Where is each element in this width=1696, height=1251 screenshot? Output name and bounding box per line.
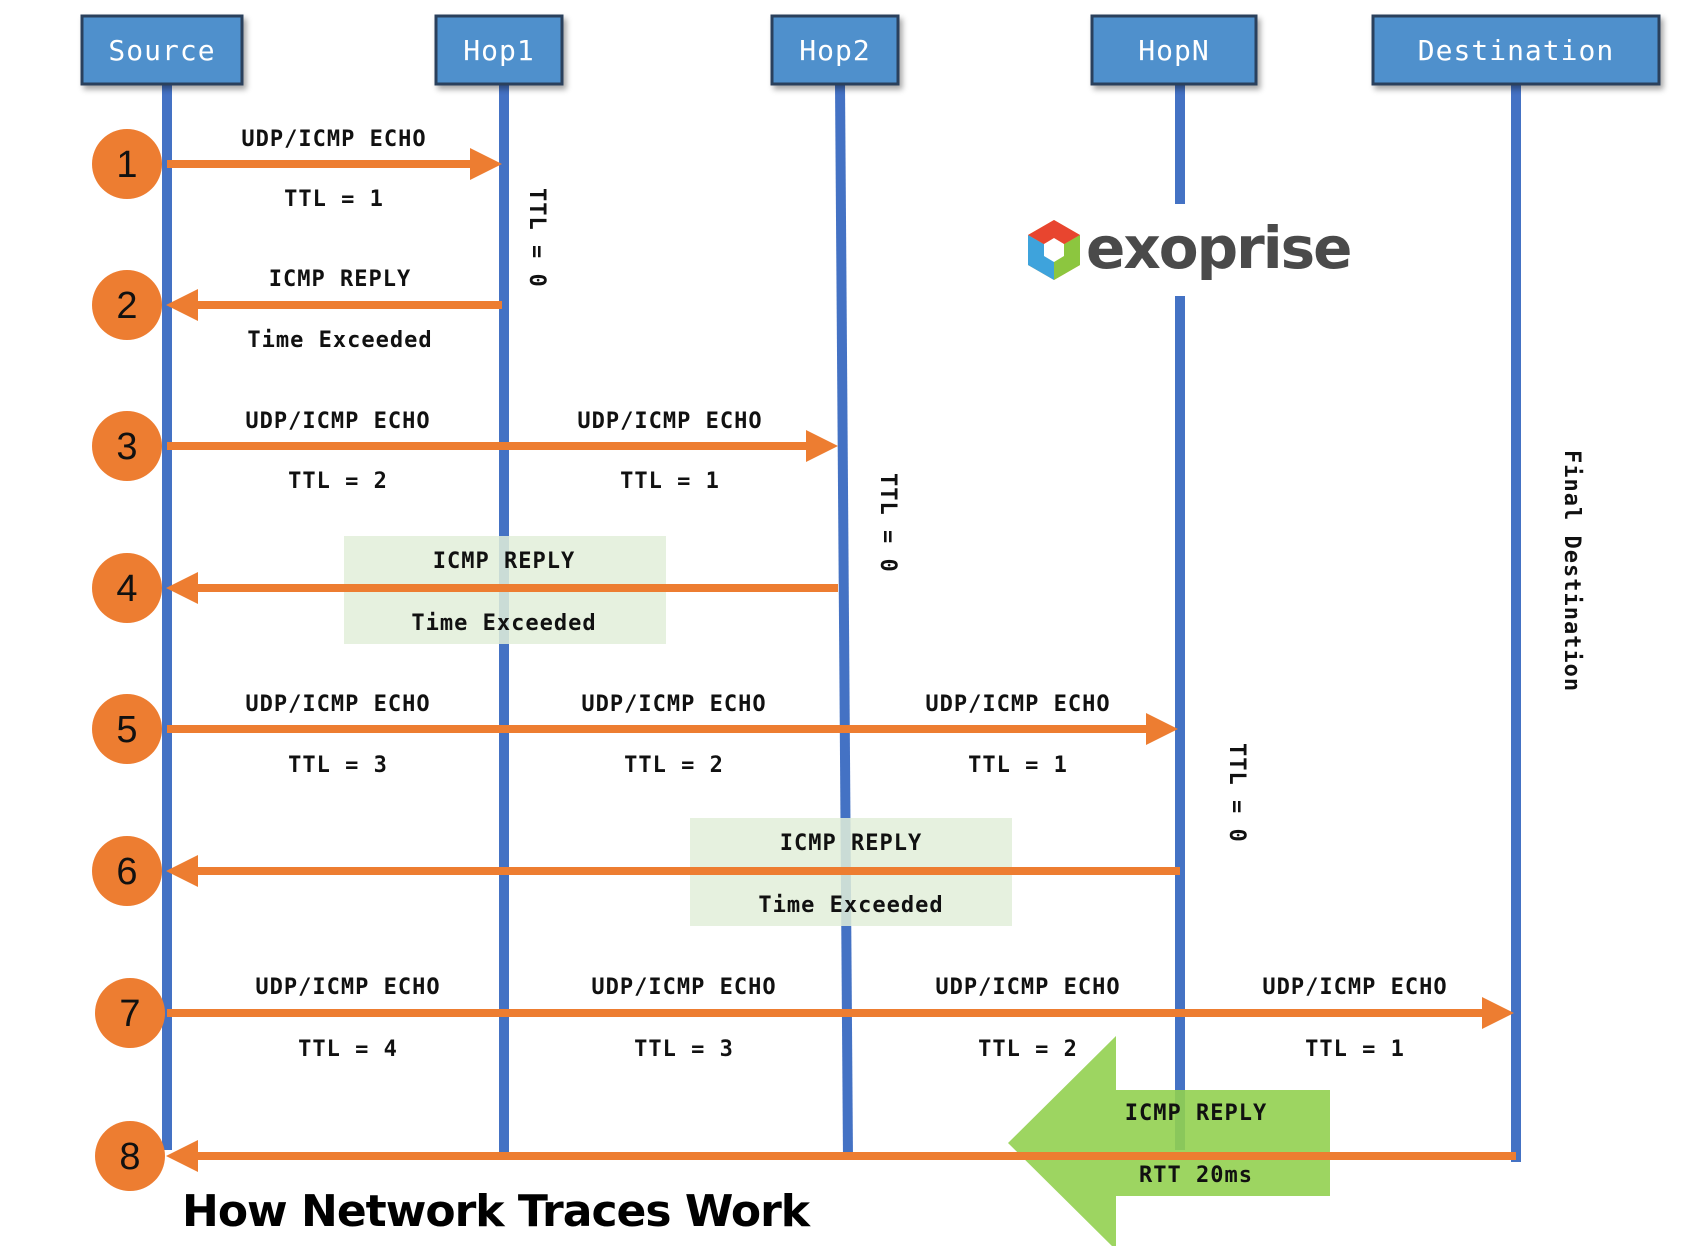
arrowhead-step-4	[166, 572, 198, 604]
big-reply-arrow	[1008, 1036, 1330, 1250]
step-marker-2	[92, 270, 162, 340]
host-hop2	[770, 14, 900, 86]
label-step-7-seg3-top: UDP/ICMP ECHO	[935, 975, 1120, 1000]
label-step-5-seg3-top: UDP/ICMP ECHO	[925, 692, 1110, 717]
hexagon-cube-icon	[1028, 220, 1080, 280]
label-step-6-top: ICMP REPLY	[780, 831, 922, 856]
label-step-5-seg1-bottom: TTL = 3	[288, 753, 388, 778]
step-marker-8	[95, 1121, 165, 1191]
label-step-7-seg1-top: UDP/ICMP ECHO	[255, 975, 440, 1000]
label-step-3-seg1-top: UDP/ICMP ECHO	[245, 409, 430, 434]
step-marker-3	[92, 411, 162, 481]
note-final-destination: Final Destination	[1559, 450, 1584, 692]
arrowhead-step-2	[166, 289, 198, 321]
label-step-4-bottom: Time Exceeded	[411, 611, 596, 636]
label-step-5-seg2-bottom: TTL = 2	[624, 753, 724, 778]
label-step-8-bottom: RTT 20ms	[1139, 1163, 1253, 1188]
label-step-1-bottom: TTL = 1	[284, 187, 384, 212]
note-hop1-ttl: TTL = 0	[524, 188, 549, 288]
step-number-2: 2	[116, 285, 137, 327]
arrowhead-step-6	[166, 855, 198, 887]
step-marker-1	[92, 129, 162, 199]
step-marker-5	[92, 694, 162, 764]
label-step-5-seg3-bottom: TTL = 1	[968, 753, 1068, 778]
label-step-3-seg2-bottom: TTL = 1	[620, 469, 720, 494]
step-marker-6	[92, 836, 162, 906]
label-step-5-seg1-top: UDP/ICMP ECHO	[245, 692, 430, 717]
label-step-5-seg2-top: UDP/ICMP ECHO	[581, 692, 766, 717]
host-label-hopn: HopN	[1138, 34, 1209, 67]
label-step-3-seg1-bottom: TTL = 2	[288, 469, 388, 494]
arrowhead-step-8	[166, 1140, 198, 1172]
label-step-6-bottom: Time Exceeded	[758, 893, 943, 918]
host-label-source: Source	[108, 34, 215, 67]
host-label-hop1: Hop1	[463, 34, 534, 67]
note-hop2-ttl: TTL = 0	[875, 473, 900, 573]
label-step-7-seg4-bottom: TTL = 1	[1305, 1037, 1405, 1062]
logo-wordmark: exoprise	[1086, 214, 1350, 282]
step-marker-4	[92, 553, 162, 623]
label-step-2-top: ICMP REPLY	[269, 267, 411, 292]
step-number-4: 4	[116, 568, 137, 610]
label-step-1-top: UDP/ICMP ECHO	[241, 127, 426, 152]
diagram-title: How Network Traces Work	[182, 1186, 812, 1237]
arrowhead-step-5	[1146, 713, 1178, 745]
step-number-1: 1	[116, 144, 137, 186]
message-arrows	[166, 148, 1516, 1172]
exoprise-logo: exoprise	[1028, 214, 1352, 282]
label-step-7-seg2-top: UDP/ICMP ECHO	[591, 975, 776, 1000]
label-step-2-bottom: Time Exceeded	[247, 328, 432, 353]
label-step-7-seg3-bottom: TTL = 2	[978, 1037, 1078, 1062]
host-source	[80, 14, 244, 86]
label-step-8-top: ICMP REPLY	[1125, 1101, 1267, 1126]
step-number-5: 5	[116, 709, 137, 751]
vertical-notes: TTL = 0 TTL = 0 TTL = 0 Final Destinatio…	[524, 188, 1584, 843]
arrowhead-step-1	[470, 148, 502, 180]
label-step-7-seg1-bottom: TTL = 4	[298, 1037, 398, 1062]
step-number-8: 8	[119, 1136, 140, 1178]
lifelines	[162, 83, 1521, 1162]
step-number-3: 3	[116, 426, 137, 468]
label-step-3-seg2-top: UDP/ICMP ECHO	[577, 409, 762, 434]
label-step-7-seg4-top: UDP/ICMP ECHO	[1262, 975, 1447, 1000]
label-step-4-top: ICMP REPLY	[433, 549, 575, 574]
host-hopn	[1090, 14, 1258, 86]
message-labels: UDP/ICMP ECHO TTL = 1 ICMP REPLY Time Ex…	[241, 127, 1447, 1188]
lifeline-hop2	[835, 83, 853, 1161]
step-marker-7	[95, 978, 165, 1048]
step-number-7: 7	[119, 993, 140, 1035]
arrowhead-step-7	[1482, 997, 1514, 1029]
host-label-hop2: Hop2	[799, 34, 870, 67]
host-destination	[1371, 14, 1661, 86]
arrowhead-step-3	[806, 430, 838, 462]
host-label-destination: Destination	[1418, 34, 1614, 67]
note-hopn-ttl: TTL = 0	[1224, 743, 1249, 843]
host-headers: Source Hop1 Hop2 HopN Destination	[80, 14, 1661, 86]
label-step-7-seg2-bottom: TTL = 3	[634, 1037, 734, 1062]
step-markers: 1 2 3 4 5 6 7 8	[92, 129, 165, 1191]
host-hop1	[434, 14, 564, 86]
step-number-6: 6	[116, 851, 137, 893]
